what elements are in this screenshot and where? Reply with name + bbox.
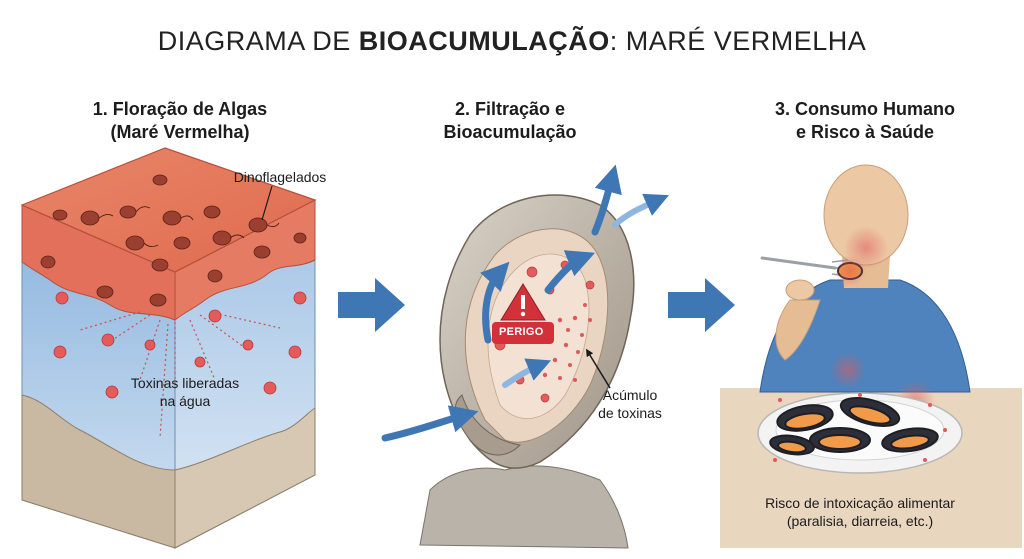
warning-triangle-icon — [492, 283, 554, 344]
step-2-line2: Bioacumulação — [443, 122, 577, 142]
step-3-line2: e Risco à Saúde — [795, 122, 935, 142]
title-suffix: : MARÉ VERMELHA — [609, 26, 867, 56]
toxinas-label: Toxinas liberadas na água — [110, 374, 260, 410]
risco-line1: Risco de intoxicação alimentar — [765, 495, 955, 511]
title-bold: BIOACUMULAÇÃO — [358, 26, 610, 56]
perigo-label: PERIGO — [499, 326, 544, 338]
risco-label: Risco de intoxicação alimentar (paralisi… — [735, 494, 985, 530]
toxinas-line2: na água — [159, 393, 211, 409]
step-2-title: 2. Filtração e Bioacumulação — [410, 98, 610, 144]
acumulo-label: Acúmulo de toxinas — [580, 386, 680, 422]
shellfish-filtration — [381, 164, 669, 549]
acumulo-line1: Acúmulo — [602, 387, 658, 403]
human-consumption — [720, 164, 1022, 548]
dinoflagelados-label: Dinoflagelados — [233, 169, 327, 185]
step-1-line1: 1. Floração de Algas — [92, 99, 268, 119]
risco-line2: (paralisia, diarreia, etc.) — [786, 513, 934, 529]
step-3-line1: 3. Consumo Humano — [774, 99, 955, 119]
flow-arrow-2 — [668, 278, 735, 332]
diagram-title: DIAGRAMA DE BIOACUMULAÇÃO: MARÉ VERMELHA — [0, 26, 1024, 57]
acumulo-line2: de toxinas — [598, 405, 662, 421]
step-1-title: 1. Floração de Algas (Maré Vermelha) — [60, 98, 300, 144]
step-3-title: 3. Consumo Humano e Risco à Saúde — [750, 98, 980, 144]
algae-bloom-cube — [20, 147, 317, 549]
toxinas-line1: Toxinas liberadas — [130, 375, 240, 391]
step-2-line1: 2. Filtração e — [454, 99, 566, 119]
title-prefix: DIAGRAMA DE — [157, 26, 359, 56]
flow-arrow-1 — [338, 278, 405, 332]
step-1-line2: (Maré Vermelha) — [110, 122, 250, 142]
